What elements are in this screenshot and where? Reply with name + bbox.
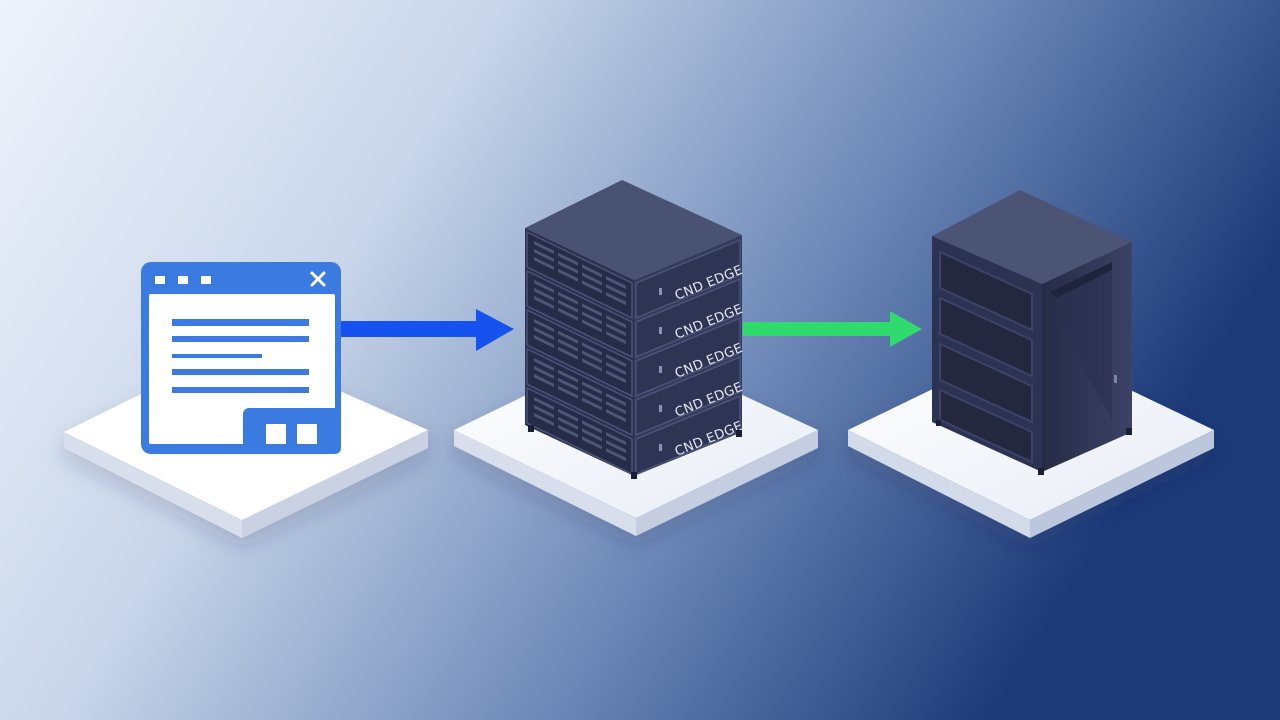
browser-window-icon (141, 262, 341, 454)
drive-bay (939, 250, 1033, 464)
arrow-to-origin (743, 311, 922, 347)
rack-unit: CND EDGE (526, 269, 745, 359)
origin-server-icon (932, 190, 1132, 475)
arrow-to-cdn (341, 309, 514, 351)
rack-unit: CND EDGE (526, 230, 745, 320)
rack-unit: CND EDGE (526, 347, 745, 437)
close-icon (310, 271, 326, 287)
